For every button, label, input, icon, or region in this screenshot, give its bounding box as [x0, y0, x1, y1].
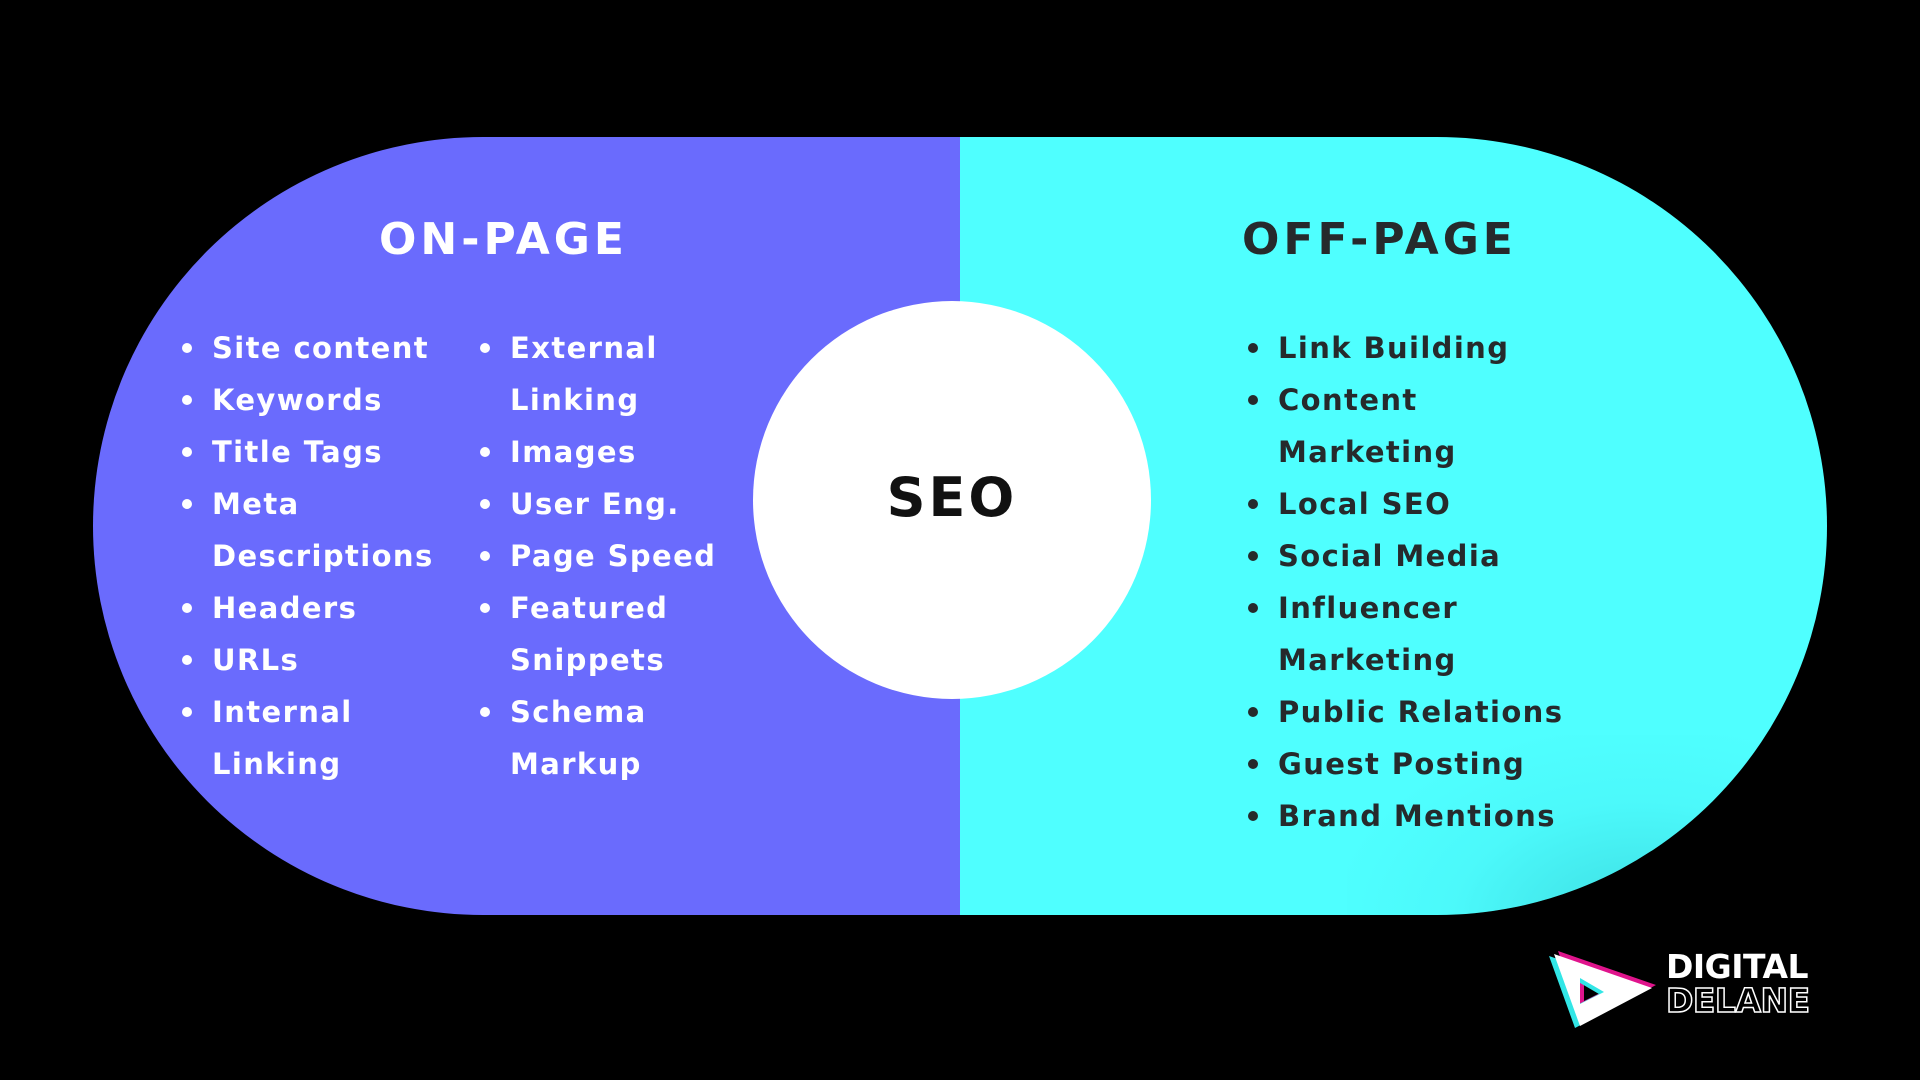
bullet-icon — [480, 603, 490, 613]
list-item-text: Markup — [510, 747, 642, 781]
bullet-icon — [1248, 759, 1258, 769]
list-item-text: Featured — [510, 591, 669, 625]
list-item-text: Social Media — [1278, 539, 1502, 573]
list-item: Content — [1248, 374, 1563, 426]
list-item: URLs — [182, 634, 434, 686]
list-item-text: Guest Posting — [1278, 747, 1526, 781]
list-item: Linking — [182, 738, 434, 790]
bullet-icon — [1248, 551, 1258, 561]
bullet-icon — [1248, 343, 1258, 353]
digital-delane-logo: DIGITAL DELANE — [1540, 948, 1840, 1028]
bullet-icon — [182, 655, 192, 665]
list-item: External — [480, 322, 716, 374]
bullet-icon — [182, 447, 192, 457]
list-item-text: Keywords — [212, 383, 383, 417]
bullet-icon — [480, 343, 490, 353]
bullet-icon — [182, 395, 192, 405]
list-item-text: Snippets — [510, 643, 665, 677]
seo-center-label: SEO — [886, 466, 1018, 529]
list-item: Local SEO — [1248, 478, 1563, 530]
list-item-text: External — [510, 331, 658, 365]
list-item-text: Headers — [212, 591, 358, 625]
bullet-icon — [1248, 395, 1258, 405]
list-item: Link Building — [1248, 322, 1563, 374]
on-page-heading: ON-PAGE — [379, 214, 628, 265]
list-item: Meta — [182, 478, 434, 530]
list-item: Headers — [182, 582, 434, 634]
list-item: Influencer — [1248, 582, 1563, 634]
list-item-text: Internal — [212, 695, 353, 729]
brand-name-line-1: DIGITAL — [1666, 947, 1809, 986]
list-item-text: Descriptions — [212, 539, 434, 573]
bullet-icon — [1248, 499, 1258, 509]
list-item-text: Content — [1278, 383, 1418, 417]
list-item-text: Page Speed — [510, 539, 717, 573]
list-item: Brand Mentions — [1248, 790, 1563, 842]
list-item: Linking — [480, 374, 716, 426]
bullet-icon — [480, 499, 490, 509]
list-item-text: Marketing — [1278, 435, 1457, 469]
bullet-icon — [480, 551, 490, 561]
list-item: Schema — [480, 686, 716, 738]
list-item-text: Images — [510, 435, 637, 469]
off-page-heading: OFF-PAGE — [1242, 214, 1517, 265]
list-item: Marketing — [1248, 426, 1563, 478]
bullet-icon — [1248, 811, 1258, 821]
list-item: Title Tags — [182, 426, 434, 478]
list-item-text: Brand Mentions — [1278, 799, 1556, 833]
list-item: Public Relations — [1248, 686, 1563, 738]
list-item: Descriptions — [182, 530, 434, 582]
list-item-text: Schema — [510, 695, 647, 729]
list-item: Marketing — [1248, 634, 1563, 686]
list-item-text: Marketing — [1278, 643, 1457, 677]
bullet-icon — [1248, 707, 1258, 717]
list-item-text: Influencer — [1278, 591, 1459, 625]
list-item: Snippets — [480, 634, 716, 686]
list-item: Keywords — [182, 374, 434, 426]
list-item: Page Speed — [480, 530, 716, 582]
bullet-icon — [480, 707, 490, 717]
play-triangle-d-logo-icon — [1549, 951, 1656, 1028]
list-item: Guest Posting — [1248, 738, 1563, 790]
bullet-icon — [182, 603, 192, 613]
bullet-icon — [182, 707, 192, 717]
list-item: Internal — [182, 686, 434, 738]
bullet-icon — [182, 499, 192, 509]
bullet-icon — [182, 343, 192, 353]
list-item-text: Public Relations — [1278, 695, 1564, 729]
list-item-text: Linking — [510, 383, 640, 417]
list-item-text: Link Building — [1278, 331, 1510, 365]
brand-name-line-2: DELANE — [1665, 981, 1811, 1020]
list-item: Images — [480, 426, 716, 478]
list-item-text: URLs — [212, 643, 300, 677]
list-item: Site content — [182, 322, 434, 374]
list-item-text: Local SEO — [1278, 487, 1452, 521]
list-item: Featured — [480, 582, 716, 634]
list-item-text: User Eng. — [510, 487, 680, 521]
list-item: Social Media — [1248, 530, 1563, 582]
list-item: Markup — [480, 738, 716, 790]
bullet-icon — [480, 447, 490, 457]
list-item-text: Title Tags — [212, 435, 383, 469]
seo-center-circle: SEO — [753, 301, 1151, 699]
list-item: User Eng. — [480, 478, 716, 530]
list-item-text: Site content — [212, 331, 430, 365]
bullet-icon — [1248, 603, 1258, 613]
list-item-text: Linking — [212, 747, 342, 781]
list-item-text: Meta — [212, 487, 300, 521]
